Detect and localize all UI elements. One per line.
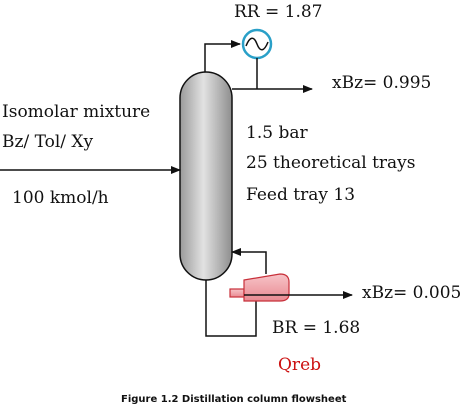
overhead-line	[204, 40, 241, 72]
top-product-label: xBz= 0.995	[332, 73, 432, 93]
pressure-label: 1.5 bar	[246, 123, 308, 143]
br-label: BR = 1.68	[272, 318, 361, 338]
feed-flow-label: 100 kmol/h	[12, 188, 109, 208]
rr-label: RR = 1.87	[234, 2, 323, 22]
bottom-product-label: xBz= 0.005	[362, 283, 462, 303]
figure-caption: Figure 1.2 Distillation column flowsheet	[121, 394, 347, 405]
feed-description-line2: Bz/ Tol/ Xy	[2, 132, 94, 152]
feed-tray-label: Feed tray 13	[246, 185, 356, 205]
trays-label: 25 theoretical trays	[246, 153, 416, 173]
reboiler-icon	[229, 273, 290, 302]
reboiler-return-line	[231, 248, 267, 274]
feed-description-line1: Isomolar mixture	[2, 102, 151, 122]
qreb-label: Qreb	[278, 355, 322, 375]
condenser-icon	[241, 28, 273, 60]
column-icon	[179, 71, 233, 281]
bottoms-line	[205, 280, 257, 337]
